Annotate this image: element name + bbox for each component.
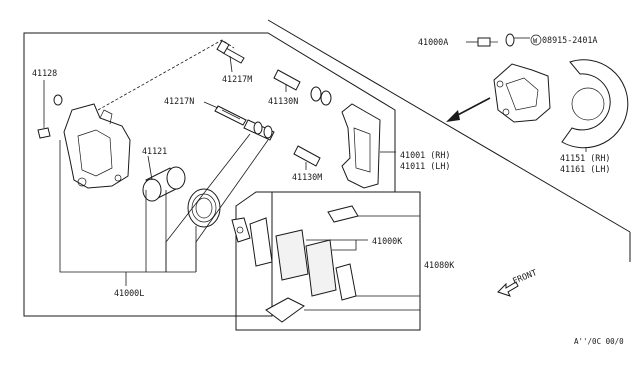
front-arrow-icon <box>497 281 519 297</box>
label-41130n: 41130N <box>268 96 298 106</box>
anti-rattle-clip-top <box>327 205 359 223</box>
copper-washer <box>505 33 515 47</box>
label-08915-2401a: 08915-2401A <box>542 35 597 45</box>
washer-symbol-circle <box>530 34 542 46</box>
pin-bolt-upper <box>216 39 245 64</box>
label-41000a: 41000A <box>418 37 448 47</box>
pin-boot-lower <box>293 145 321 167</box>
label-41151-rh: 41151 (RH) <box>560 153 610 163</box>
leader-pad-kit <box>304 215 421 330</box>
label-41001-rh: 41001 (RH) <box>400 150 450 160</box>
pin-boot-pair <box>310 86 332 106</box>
label-41217n: 41217N <box>164 96 194 106</box>
torque-member <box>341 103 381 189</box>
label-41000l: 41000L <box>114 288 144 298</box>
caliper-body <box>63 103 131 189</box>
label-41080k: 41080K <box>424 260 455 270</box>
brake-baffle-plate <box>561 59 629 149</box>
caliper-installed <box>493 63 551 123</box>
brake-pad-inner <box>275 229 309 281</box>
piston <box>142 166 186 202</box>
label-41217m: 41217M <box>222 74 252 84</box>
leader-pin-bolt <box>229 55 233 73</box>
label-41130m: 41130M <box>292 172 322 182</box>
bolt-lower <box>214 105 247 126</box>
pad-shim-upper-left <box>231 217 251 243</box>
label-41128: 41128 <box>32 68 57 78</box>
leader-bolt <box>203 101 219 109</box>
pin-boot-upper <box>273 69 301 91</box>
bleeder-screw <box>37 124 51 139</box>
leader-caliper-assy <box>59 140 197 286</box>
brake-pad-outer <box>305 239 337 297</box>
pad-spring-left <box>249 217 273 267</box>
label-washer-symbol: W <box>533 37 538 45</box>
leader-piston <box>147 155 153 181</box>
label-ref-code: A''/0C 00/0 <box>574 337 624 346</box>
hose-bolt <box>477 37 498 47</box>
sleeve-bushing <box>243 119 275 141</box>
anti-rattle-clip-right <box>335 263 357 301</box>
label-41000k: 41000K <box>372 236 403 246</box>
bleeder-cap <box>53 94 63 106</box>
leader-sleeve-to-pin <box>165 133 269 272</box>
label-front: FRONT <box>511 267 538 286</box>
vehicle-section-line <box>267 19 631 233</box>
label-41011-lh: 41011 (LH) <box>400 161 450 171</box>
assembly-guide-line <box>97 39 235 111</box>
leader-pad-set <box>306 239 368 251</box>
label-41161-lh: 41161 (LH) <box>560 164 610 174</box>
anti-rattle-clip-bottom <box>265 297 305 323</box>
label-41121: 41121 <box>142 146 167 156</box>
assembly-direction-arrow <box>446 97 491 122</box>
